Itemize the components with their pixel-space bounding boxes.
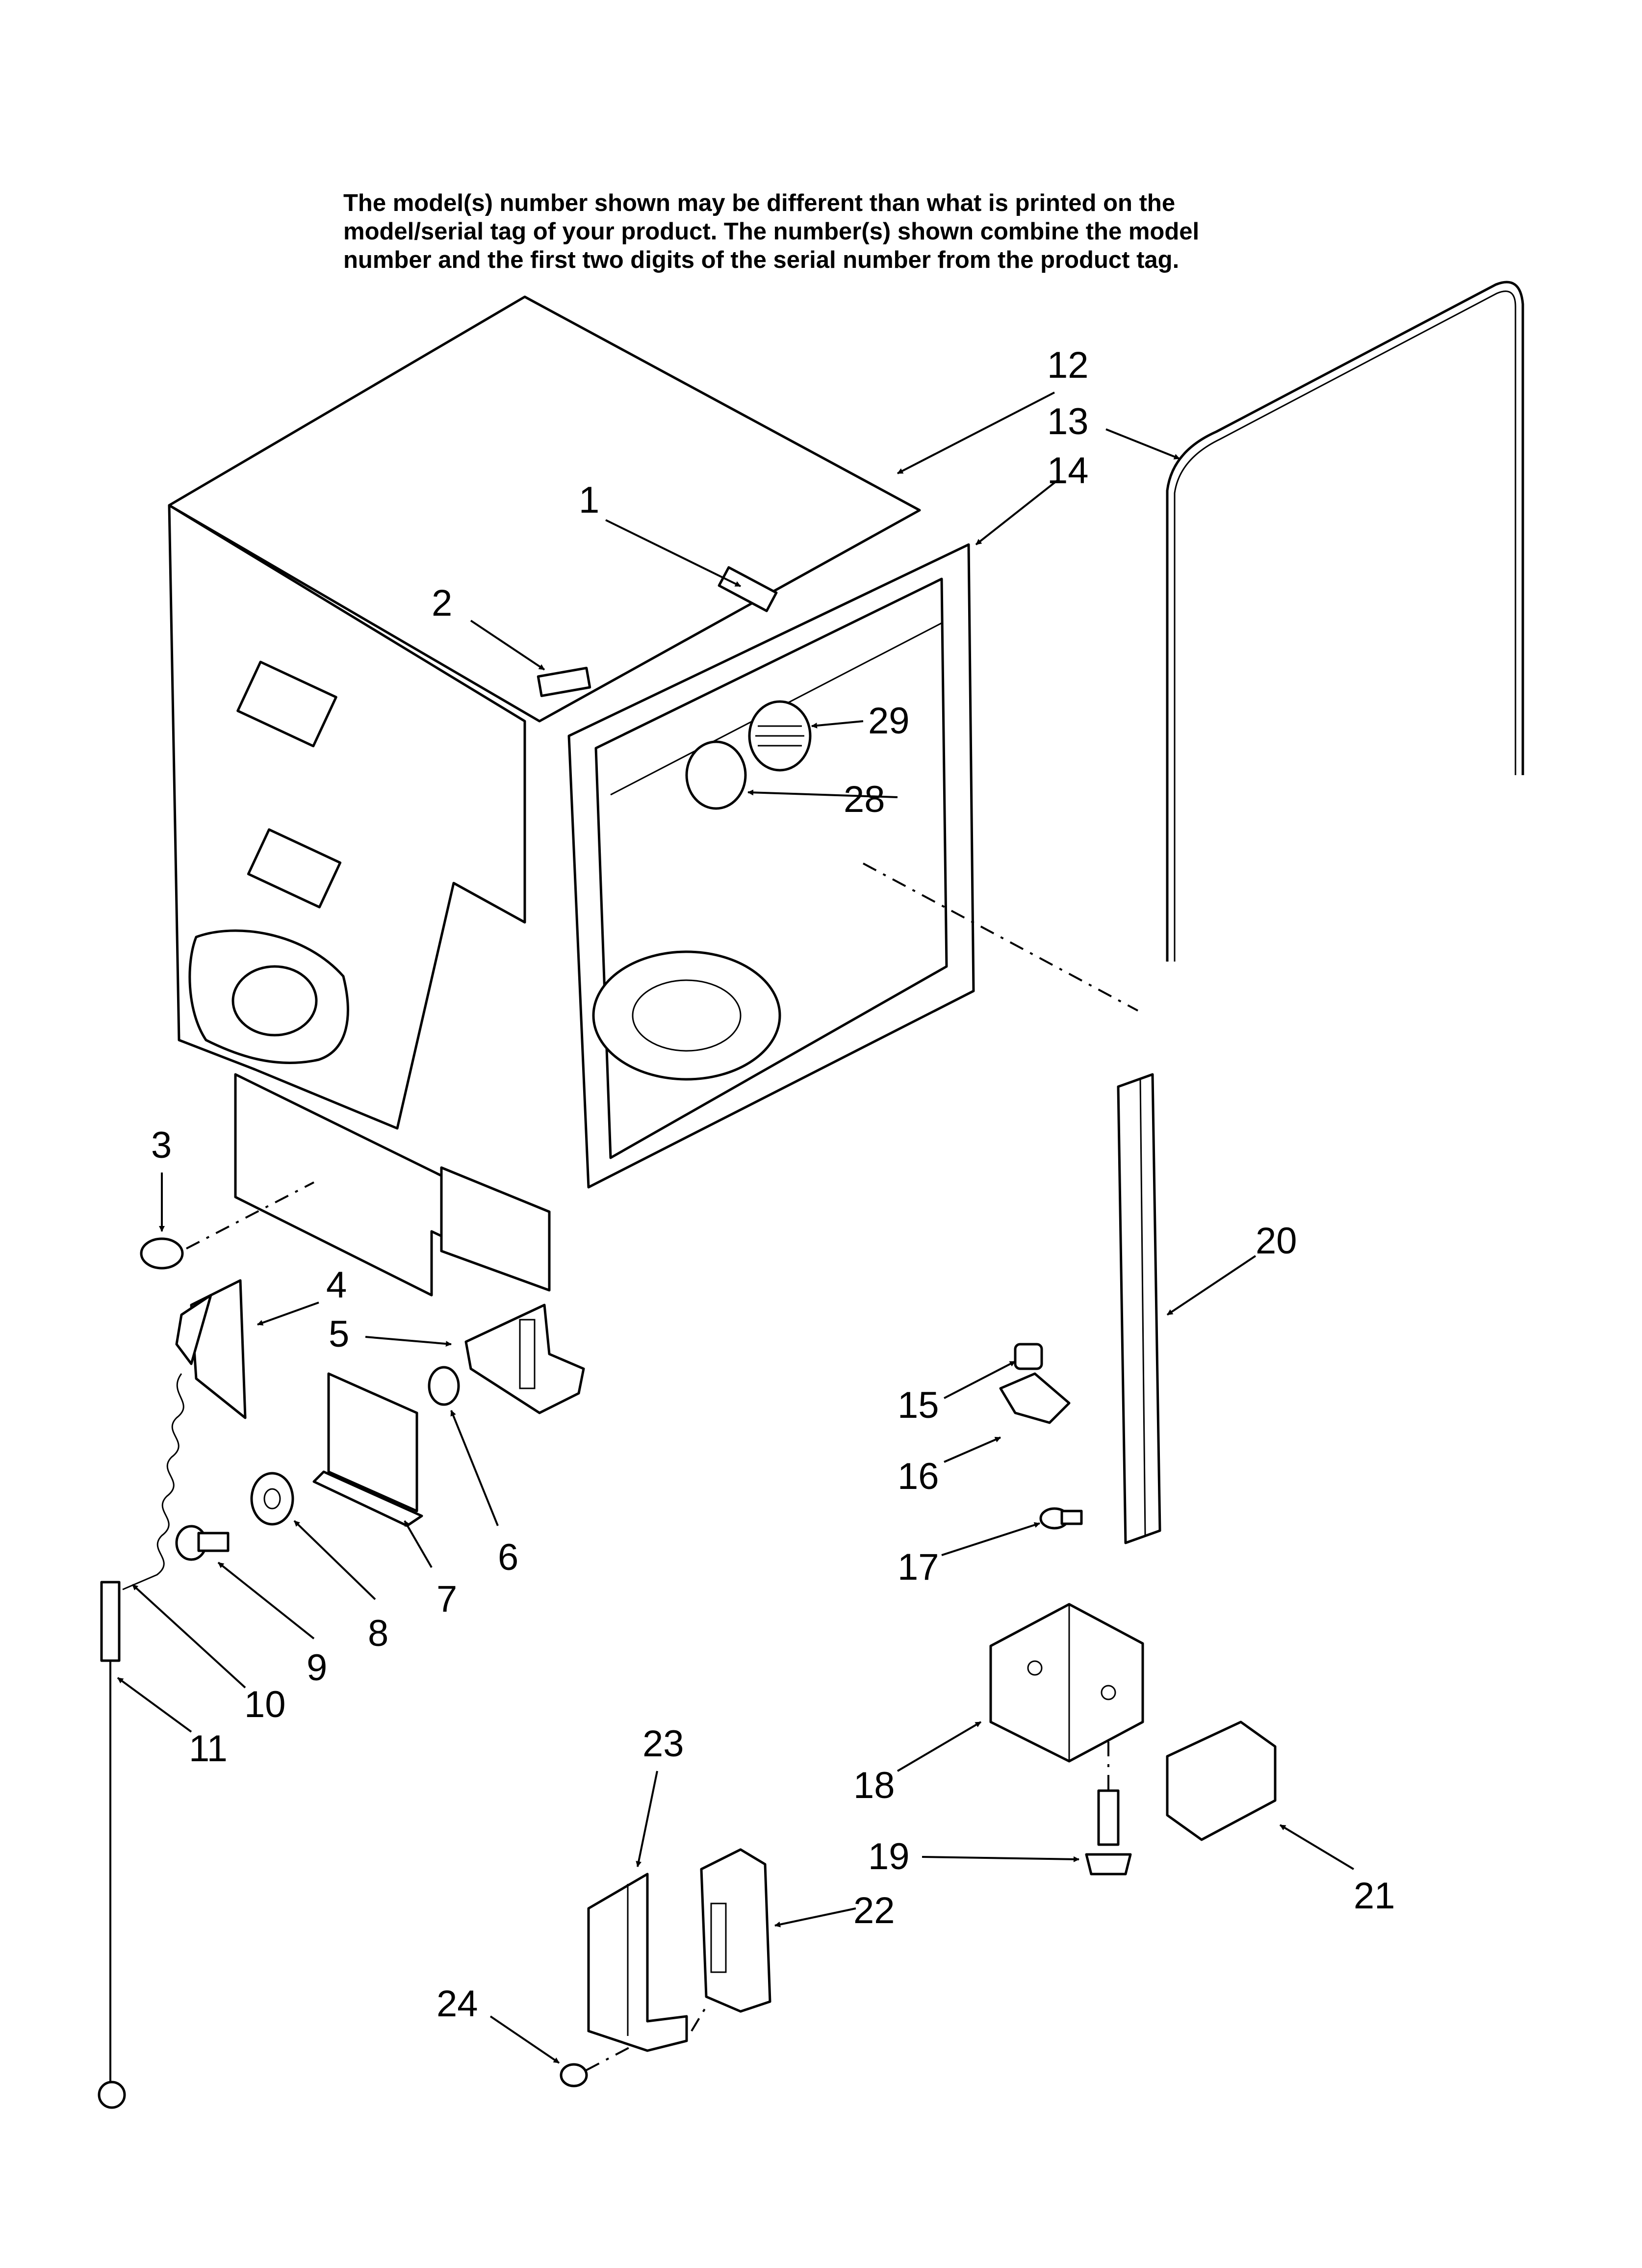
base-bracket (440, 1166, 551, 1292)
clip-comb (175, 1294, 212, 1365)
side-rail (1117, 1073, 1161, 1544)
callout-8: 8 (368, 1613, 388, 1654)
leader-lines (117, 391, 1355, 2064)
callout-13: 13 (1047, 401, 1089, 443)
leveling-leg (1097, 1789, 1120, 1846)
switch-bracket (999, 1372, 1071, 1424)
vent-slot-lower (247, 828, 342, 909)
plug (140, 1237, 184, 1270)
callout-19: 19 (868, 1836, 910, 1877)
side-panel (587, 1873, 688, 2052)
hinge-bracket (190, 1279, 247, 1419)
note-line-2: model/serial tag of your product. The nu… (343, 218, 1200, 245)
callout-labels: 1 2 3 4 5 6 7 8 9 10 11 12 13 14 15 16 1… (151, 344, 1395, 2025)
callout-21: 21 (1354, 1875, 1395, 1917)
cable-end-top (100, 1581, 121, 1662)
callout-18: 18 (853, 1765, 895, 1806)
callout-5: 5 (329, 1313, 349, 1355)
callout-17: 17 (898, 1546, 939, 1588)
callout-16: 16 (898, 1456, 939, 1497)
callout-11: 11 (189, 1728, 228, 1770)
tub-clip (718, 566, 778, 612)
callout-2: 2 (432, 582, 452, 624)
leveling-bracket (989, 1603, 1144, 1763)
callout-12: 12 (1047, 344, 1089, 386)
door-gasket (1166, 281, 1524, 962)
corner-cover (1166, 1721, 1277, 1841)
callout-23: 23 (642, 1723, 684, 1765)
pulley (250, 1472, 294, 1526)
callout-15: 15 (898, 1384, 939, 1426)
mount-plate (327, 1372, 418, 1512)
callout-20: 20 (1256, 1220, 1297, 1262)
callout-3: 3 (151, 1124, 172, 1166)
disclaimer-note: The model(s) number shown may be differe… (343, 189, 1442, 274)
note-line-3: number and the first two digits of the s… (343, 247, 1180, 273)
drain-hole (231, 965, 318, 1037)
callout-6: 6 (498, 1537, 518, 1578)
mounting-bracket (700, 1848, 771, 2013)
door-spring (122, 1373, 184, 1590)
tub-sump (592, 950, 781, 1081)
panel-screw (560, 2063, 588, 2087)
callout-1: 1 (579, 479, 599, 521)
callout-9: 9 (307, 1647, 327, 1689)
insulation-top (168, 295, 921, 723)
tub-bracket (537, 667, 591, 697)
callout-24: 24 (436, 1983, 478, 2025)
switch-button (1014, 1343, 1043, 1370)
bracket (464, 1303, 585, 1414)
callout-4: 4 (326, 1264, 347, 1306)
note-line-1: The model(s) number shown may be differe… (343, 190, 1176, 216)
callout-29: 29 (868, 700, 910, 742)
nut (428, 1366, 460, 1406)
vent-slot-upper (236, 660, 337, 748)
tub-assembly (168, 295, 975, 1297)
callout-28: 28 (844, 779, 885, 820)
callout-10: 10 (244, 1684, 286, 1725)
cable-end-bottom (98, 2081, 126, 2109)
vent-ring (685, 740, 747, 810)
callout-14: 14 (1047, 450, 1089, 492)
callout-7: 7 (436, 1578, 457, 1620)
callout-22: 22 (853, 1890, 895, 1931)
